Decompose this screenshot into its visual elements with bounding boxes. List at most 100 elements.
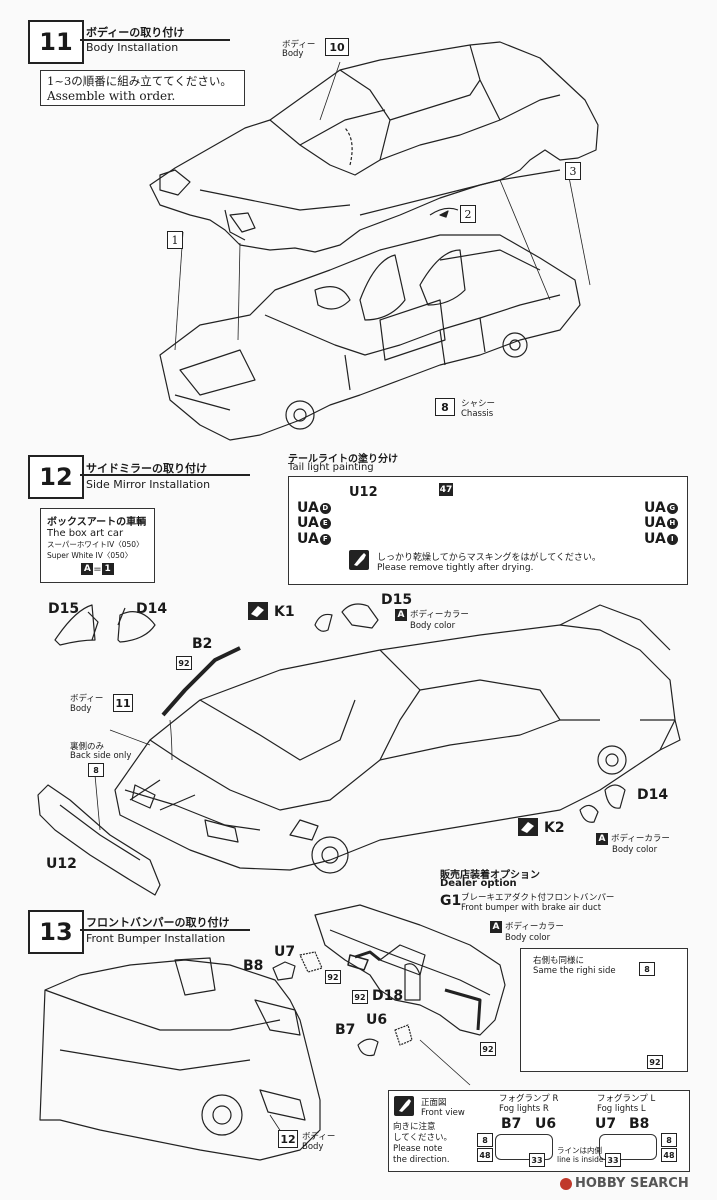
g1-label: G1 [440,893,462,909]
watermark: HOBBY SEARCH [560,1176,689,1191]
k1-label: K1 [274,604,295,620]
g1-desc-en: Front bumper with brake air duct [461,903,602,913]
b2-strip [161,646,241,717]
fog-right-code-33: 33 [605,1153,621,1167]
step-11-title-en: Body Installation [86,41,179,54]
box-art-car-panel: ボックスアートの車輌 The box art car スーパーホワイトIV〈05… [40,508,155,583]
d14-bodycolor-en: Body color [612,845,658,855]
brush-icon [349,550,369,570]
back-side-jp: 裏側のみ [70,742,105,752]
cement-icon-2 [518,818,538,836]
d18-color-code: 92 [352,990,368,1004]
step-13-title-jp: フロントバンパーの取り付け [86,916,230,929]
fog-left-code-33: 33 [529,1153,545,1167]
u6-part [394,1024,413,1046]
rear-bumper-drawing [37,784,161,896]
step-13-title-en: Front Bumper Installation [86,932,226,945]
fog-left-code-48: 48 [477,1148,493,1162]
u7-label: U7 [274,944,296,960]
b8-part [272,961,296,981]
body12-part-number: 12 [278,1130,298,1148]
u7-part [299,951,323,973]
front-bumper-drawing [314,904,506,1036]
dry-note-en: Please remove tightly after drying. [377,563,534,573]
dealer-option-jp: 販売店装着オプション [440,870,540,881]
b8-label: B8 [243,958,264,974]
front-view-panel: 正面図 Front view 向きに注意 してください。 Please note… [388,1090,690,1172]
fog-lamp-r [495,1134,553,1160]
body-part-number: 10 [325,38,349,56]
body11-part-number: 11 [113,694,133,712]
car-front-drawing [39,957,321,1161]
step-12-title-en: Side Mirror Installation [86,478,211,491]
step-11-title-jp: ボディーの取り付け [86,26,185,39]
fog-right-code-8: 8 [661,1133,677,1147]
k2-label: K2 [544,820,565,836]
fog-right-code-48: 48 [661,1148,677,1162]
body11-label-jp: ボディー [70,694,104,704]
body-label-en: Body [282,49,304,59]
fog-u7-label: U7 [595,1116,617,1132]
d18-part [404,963,421,1001]
chassis-label-en: Chassis [461,409,494,419]
u12-label: U12 [349,485,378,500]
b7-part [357,1038,379,1057]
d14-mirror-label: D14 [637,787,669,803]
b2-label: B2 [192,636,213,652]
assembly-order-note: 1~3の順番に組み立ててください。 Assemble with order. [40,70,245,106]
d15-label: D15 [48,601,80,617]
chassis-label-jp: シャシー [461,399,496,409]
g1-bodycolor-en: Body color [505,933,551,943]
paint-code: A=1 [47,563,148,575]
u7-color-code: 92 [325,970,341,984]
tail-light-title-en: Tail light painting [288,462,374,473]
d15-bodycolor-en: Body color [410,621,456,631]
watermark-logo-icon [560,1177,572,1190]
step-13-number: 13 [28,910,84,954]
mirror-drawings [54,603,626,823]
body11-label-en: Body [70,704,92,714]
body12-label-en: Body [302,1142,324,1152]
cement-icon [248,602,268,620]
order-mark-3: 3 [565,162,581,180]
step-11-number: 11 [28,20,84,64]
dealer-option-en: Dealer option [440,878,517,889]
g1-desc-jp: ブレーキエアダクト付フロントバンパー [461,893,615,903]
chassis-part-number: 8 [435,398,455,416]
back-side-part: 8 [88,763,104,777]
body-label-jp: ボディー [282,40,316,50]
right-side-inset: 右側も同様に Same the righi side 8 92 [520,948,688,1072]
brush-icon-2 [394,1096,414,1116]
tail-light-title-jp: テールライトの塗り分け [288,454,398,465]
order-mark-2: 2 [460,205,476,223]
step-12-title-jp: サイドミラーの取り付け [86,462,207,475]
b7-label: B7 [335,1022,356,1038]
d18-label: D18 [372,988,404,1004]
car-rear-drawing [114,604,681,874]
back-side-en: Back side only [70,751,132,761]
dry-note-jp: しっかり乾燥してからマスキングをはがしてください。 [377,553,601,563]
order-mark-1: 1 [167,231,183,249]
right-side-color: 92 [647,1055,663,1069]
u6-label: U6 [366,1012,388,1028]
fog-b7-label: B7 [501,1116,522,1132]
right-side-part: 8 [639,962,655,976]
step-12-number: 12 [28,455,84,499]
chassis-drawing [159,234,581,441]
fog-b8-label: B8 [629,1116,650,1132]
fog-lamp-l [599,1134,657,1160]
u12-bumper-label: U12 [46,856,77,872]
d14-label: D14 [136,601,168,617]
b2-color-code: 92 [176,656,192,670]
u12-color-code: 47 [439,483,453,496]
fog-left-code-8: 8 [477,1133,493,1147]
d15-mirror-label: D15 [381,592,413,608]
